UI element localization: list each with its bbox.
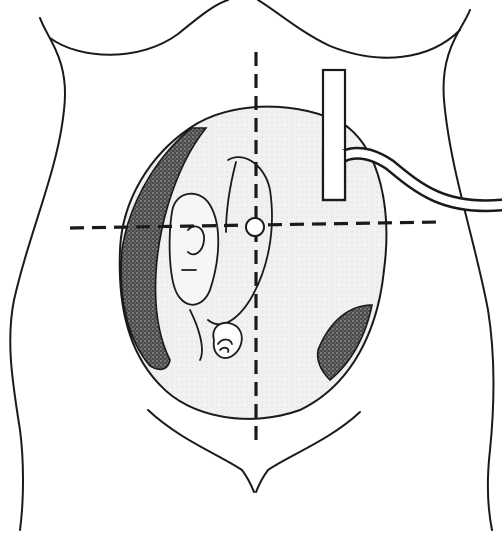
right-torso-edge	[444, 10, 494, 530]
left-groin	[148, 410, 254, 492]
umbilicus-marker	[246, 218, 264, 236]
fetal-head-outline	[170, 194, 219, 305]
left-torso-edge	[10, 18, 65, 530]
right-groin	[256, 412, 360, 492]
transducer-probe-cover	[324, 150, 344, 198]
breast-fold	[50, 0, 460, 58]
